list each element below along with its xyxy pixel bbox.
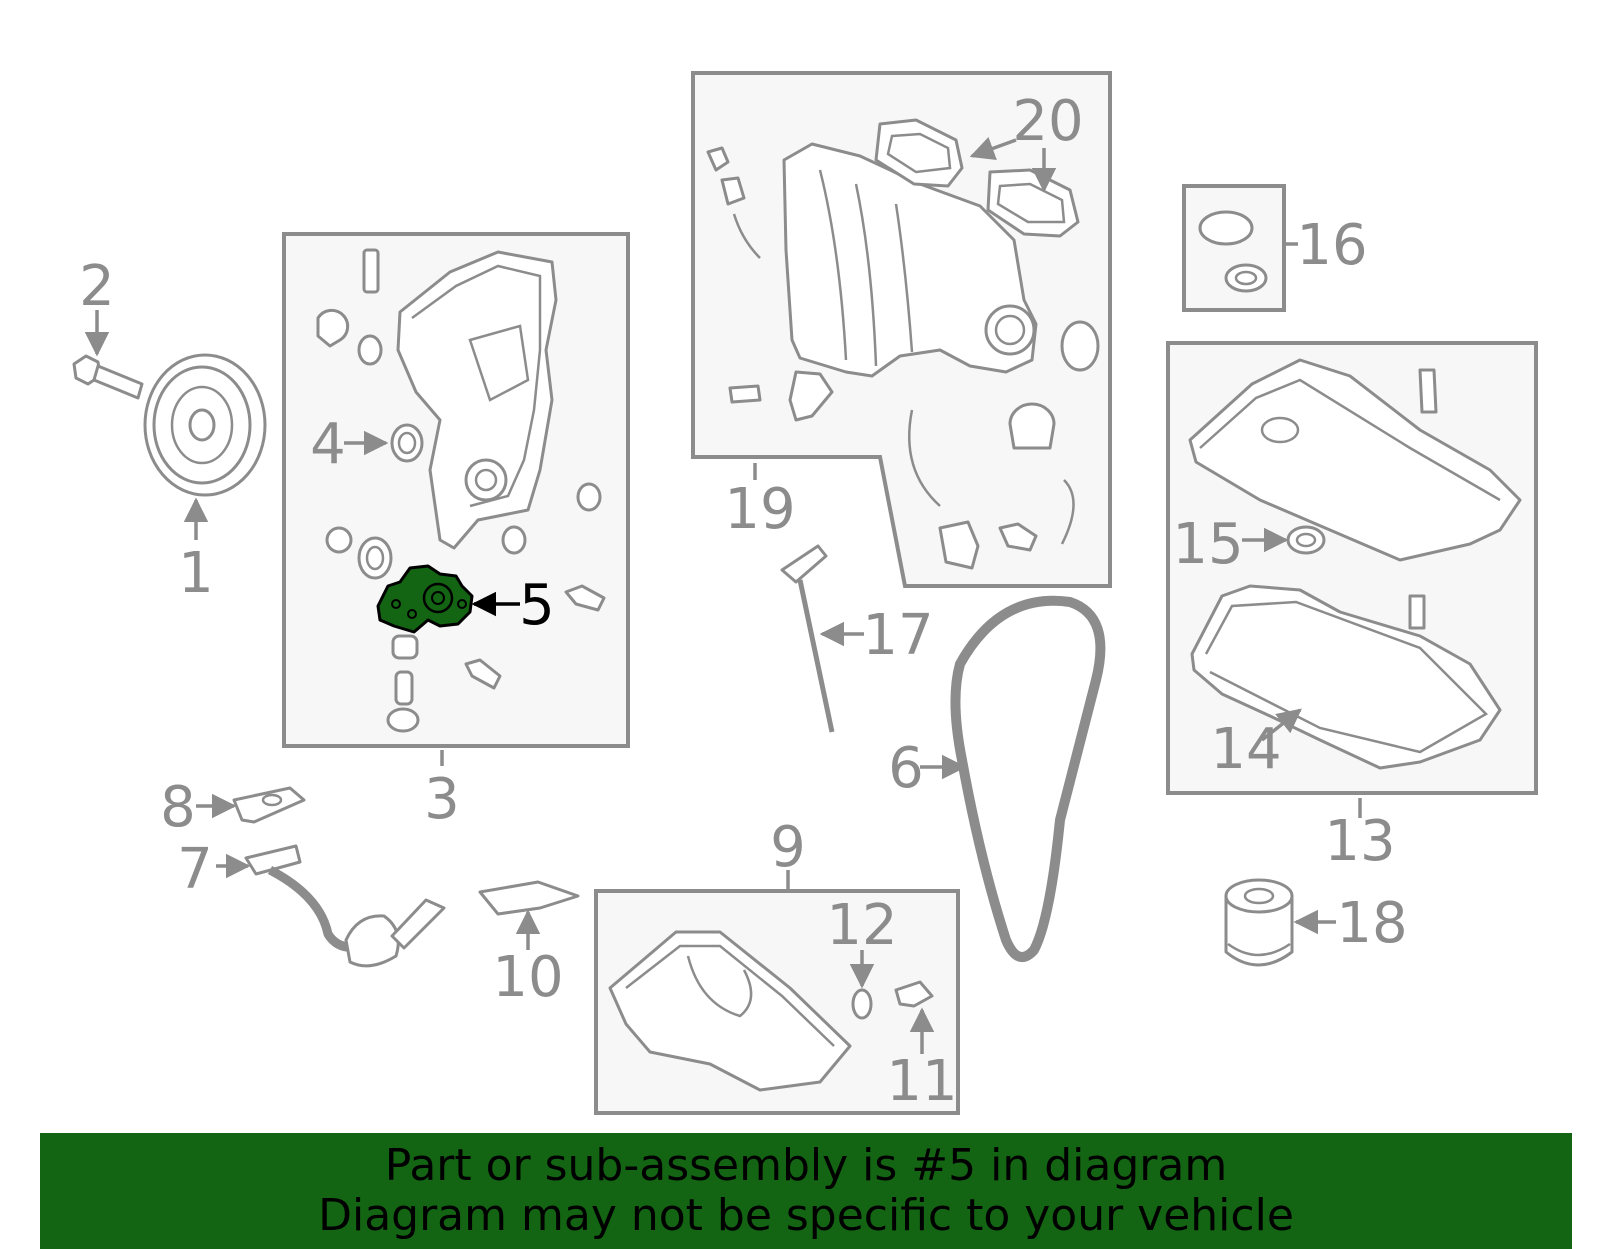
pulley-bolt[interactable] [72, 354, 144, 400]
oil-pan[interactable] [608, 930, 852, 1092]
callout-15[interactable]: 15 [1172, 512, 1243, 577]
front-seal[interactable] [390, 423, 424, 463]
callout-20[interactable]: 20 [1012, 89, 1083, 154]
drain-plug-washer[interactable] [851, 988, 873, 1020]
oil-filter[interactable] [1224, 878, 1294, 967]
manifold-small-parts [706, 146, 1100, 570]
banner-line-part: Part or sub-assembly is #5 in diagram [384, 1140, 1228, 1191]
info-banner: Part or sub-assembly is #5 in diagram Di… [40, 1133, 1572, 1249]
callout-8[interactable]: 8 [160, 775, 196, 840]
callout-5[interactable]: 5 [519, 573, 555, 638]
callout-6[interactable]: 6 [888, 736, 924, 801]
callout-16[interactable]: 16 [1296, 213, 1367, 278]
callout-14[interactable]: 14 [1210, 717, 1281, 782]
valve-cover-gasket[interactable] [1190, 584, 1502, 770]
oil-dipstick[interactable] [780, 544, 835, 733]
callout-4[interactable]: 4 [310, 412, 346, 477]
callout-11[interactable]: 11 [886, 1049, 957, 1114]
intake-manifold[interactable] [782, 142, 1038, 378]
callout-2[interactable]: 2 [79, 254, 115, 319]
oil-baffle[interactable] [478, 880, 580, 916]
callout-3[interactable]: 3 [424, 767, 460, 832]
callout-9[interactable]: 9 [770, 815, 806, 880]
callout-13[interactable]: 13 [1324, 809, 1395, 874]
callout-17[interactable]: 17 [862, 603, 933, 668]
callout-18[interactable]: 18 [1336, 891, 1407, 956]
timing-chain[interactable] [950, 595, 1106, 962]
oil-filler-cap[interactable] [1198, 210, 1268, 293]
leader-lines [84, 136, 1362, 1054]
plug-tube-seal[interactable] [1286, 525, 1326, 555]
callout-1[interactable]: 1 [178, 541, 214, 606]
drain-plug[interactable] [894, 980, 934, 1008]
cover-small-parts [316, 248, 606, 733]
valve-cover-bolt [1408, 594, 1426, 630]
oil-strainer-pickup[interactable] [244, 844, 446, 968]
valve-cover[interactable] [1188, 358, 1522, 562]
engine-parts-diagram: 2 1 4 5 3 8 7 10 9 12 11 6 17 19 20 16 1… [72, 71, 1538, 1115]
callout-12[interactable]: 12 [826, 893, 897, 958]
callout-numbers: 2 1 4 5 3 8 7 10 9 12 11 6 17 19 20 16 1… [79, 89, 1407, 1114]
callout-19[interactable]: 19 [724, 477, 795, 542]
callout-7[interactable]: 7 [177, 837, 213, 902]
banner-line-disclaimer: Diagram may not be specific to your vehi… [318, 1190, 1294, 1241]
callout-10[interactable]: 10 [492, 945, 563, 1010]
crank-pulley[interactable] [143, 353, 267, 497]
pcv-valve [1418, 368, 1438, 414]
group-box-16 [1182, 184, 1286, 312]
